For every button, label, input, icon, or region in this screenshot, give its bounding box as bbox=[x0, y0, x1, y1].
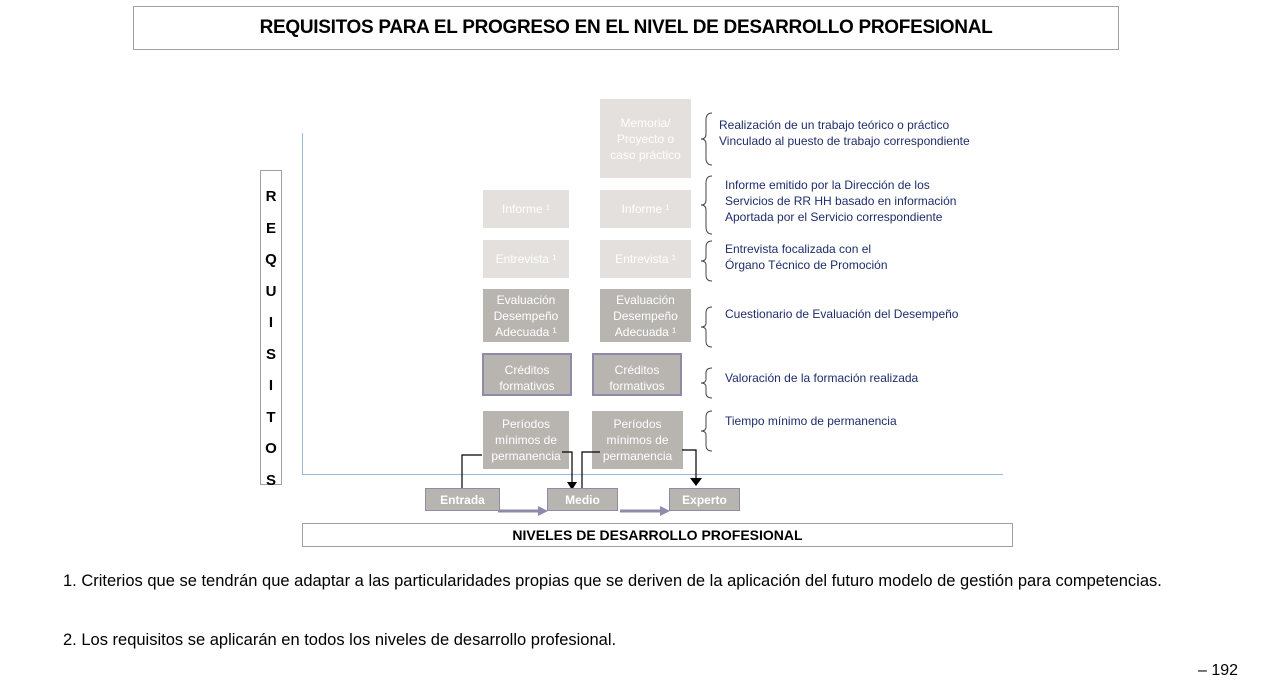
y-letter: U bbox=[265, 282, 277, 300]
box-line: Créditos bbox=[614, 362, 660, 377]
footnote-2: 2. Los requisitos se aplicarán en todos … bbox=[63, 631, 617, 649]
y-letter: S bbox=[265, 345, 276, 363]
box-line: Adecuada ¹ bbox=[614, 324, 677, 339]
experto-creditos-box: Créditos formativos bbox=[592, 353, 682, 396]
medio-periodos-box: Períodos mínimos de permanencia bbox=[483, 411, 569, 469]
medio-evaluacion-box: Evaluación Desempeño Adecuada ¹ bbox=[483, 289, 569, 342]
desc-informe: Informe emitido por la Dirección de los … bbox=[725, 177, 956, 225]
desc-periodos: Tiempo mínimo de permanencia bbox=[725, 413, 897, 429]
box-line: Desempeño bbox=[493, 308, 559, 323]
box-line: Créditos bbox=[504, 362, 550, 377]
experto-memoria-box: Memoria/ Proyecto o caso práctico bbox=[600, 99, 691, 178]
box-line: formativos bbox=[609, 378, 665, 393]
experto-periodos-box: Períodos mínimos de permanencia bbox=[592, 411, 683, 469]
box-line: Evaluación bbox=[616, 292, 675, 307]
y-letter: Q bbox=[265, 251, 277, 268]
connector-arrows bbox=[461, 449, 702, 516]
y-axis-line bbox=[302, 133, 303, 474]
experto-informe-box: Informe ¹ bbox=[600, 190, 691, 228]
page-number: – 192 bbox=[1198, 662, 1238, 680]
box-line: permanencia bbox=[602, 449, 673, 463]
page-dash: – bbox=[1198, 662, 1212, 679]
y-letter: I bbox=[268, 377, 274, 394]
brace-icon bbox=[700, 410, 714, 457]
desc-entrevista: Entrevista focalizada con el Órgano Técn… bbox=[725, 241, 888, 273]
box-line: Adecuada ¹ bbox=[495, 324, 557, 339]
desc-evaluacion: Cuestionario de Evaluación del Desempeño bbox=[725, 306, 958, 322]
desc-line: Entrevista focalizada con el bbox=[725, 242, 872, 256]
level-entrada: Entrada bbox=[425, 488, 500, 511]
box-line: mínimos de bbox=[494, 433, 558, 447]
box-line: mínimos de bbox=[606, 433, 669, 447]
brace-icon bbox=[700, 240, 714, 287]
y-letter: I bbox=[268, 314, 274, 331]
desc-memoria: Realización de un trabajo teórico o prác… bbox=[719, 117, 970, 149]
desc-line: Cuestionario de Evaluación del Desempeño bbox=[725, 307, 959, 321]
diagram-title: REQUISITOS PARA EL PROGRESO EN EL NIVEL … bbox=[133, 6, 1119, 50]
experto-entrevista-box: Entrevista ¹ bbox=[600, 240, 691, 278]
brace-icon bbox=[700, 175, 714, 240]
desc-line: Informe emitido por la Dirección de los bbox=[725, 178, 930, 192]
brace-icon bbox=[700, 306, 714, 353]
x-axis-line bbox=[302, 474, 1003, 475]
y-letter: O bbox=[265, 440, 277, 457]
box-line: Desempeño bbox=[613, 308, 678, 323]
desc-line: Vinculado al puesto de trabajo correspon… bbox=[719, 134, 970, 148]
medio-entrevista-box: Entrevista ¹ bbox=[483, 240, 569, 278]
footnote-1: 1. Criterios que se tendrán que adaptar … bbox=[63, 572, 1162, 590]
y-axis-label: R E Q U I S I T O S bbox=[260, 170, 282, 489]
brace-icon bbox=[700, 112, 714, 171]
x-axis-label: NIVELES DE DESARROLLO PROFESIONAL bbox=[302, 523, 1013, 547]
box-line: Memoria/ bbox=[620, 115, 671, 130]
desc-line: Aportada por el Servicio correspondiente bbox=[725, 210, 943, 224]
level-medio: Medio bbox=[547, 488, 618, 511]
brace-icon bbox=[700, 367, 714, 404]
medio-informe-box: Informe ¹ bbox=[483, 190, 569, 228]
desc-line: Valoración de la formación realizada bbox=[725, 371, 919, 385]
box-line: caso práctico bbox=[610, 147, 681, 162]
y-letter: T bbox=[266, 408, 276, 426]
y-letter: S bbox=[265, 471, 276, 489]
box-line: Períodos bbox=[613, 417, 662, 431]
level-experto: Experto bbox=[669, 488, 740, 511]
desc-line: Tiempo mínimo de permanencia bbox=[725, 414, 897, 428]
experto-evaluacion-box: Evaluación Desempeño Adecuada ¹ bbox=[600, 289, 691, 342]
box-line: permanencia bbox=[491, 449, 561, 463]
box-line: Proyecto o bbox=[616, 131, 675, 146]
box-line: Períodos bbox=[501, 417, 551, 431]
page-number-value: 192 bbox=[1211, 662, 1239, 679]
desc-line: Servicios de RR HH basado en información bbox=[725, 194, 957, 208]
y-letter: E bbox=[265, 219, 276, 237]
desc-line: Órgano Técnico de Promoción bbox=[725, 258, 888, 272]
y-letter: R bbox=[265, 188, 277, 205]
box-line: formativos bbox=[499, 378, 555, 393]
desc-creditos: Valoración de la formación realizada bbox=[725, 370, 918, 386]
medio-creditos-box: Créditos formativos bbox=[482, 353, 572, 396]
box-line: Evaluación bbox=[496, 292, 556, 307]
desc-line: Realización de un trabajo teórico o prác… bbox=[719, 118, 950, 132]
